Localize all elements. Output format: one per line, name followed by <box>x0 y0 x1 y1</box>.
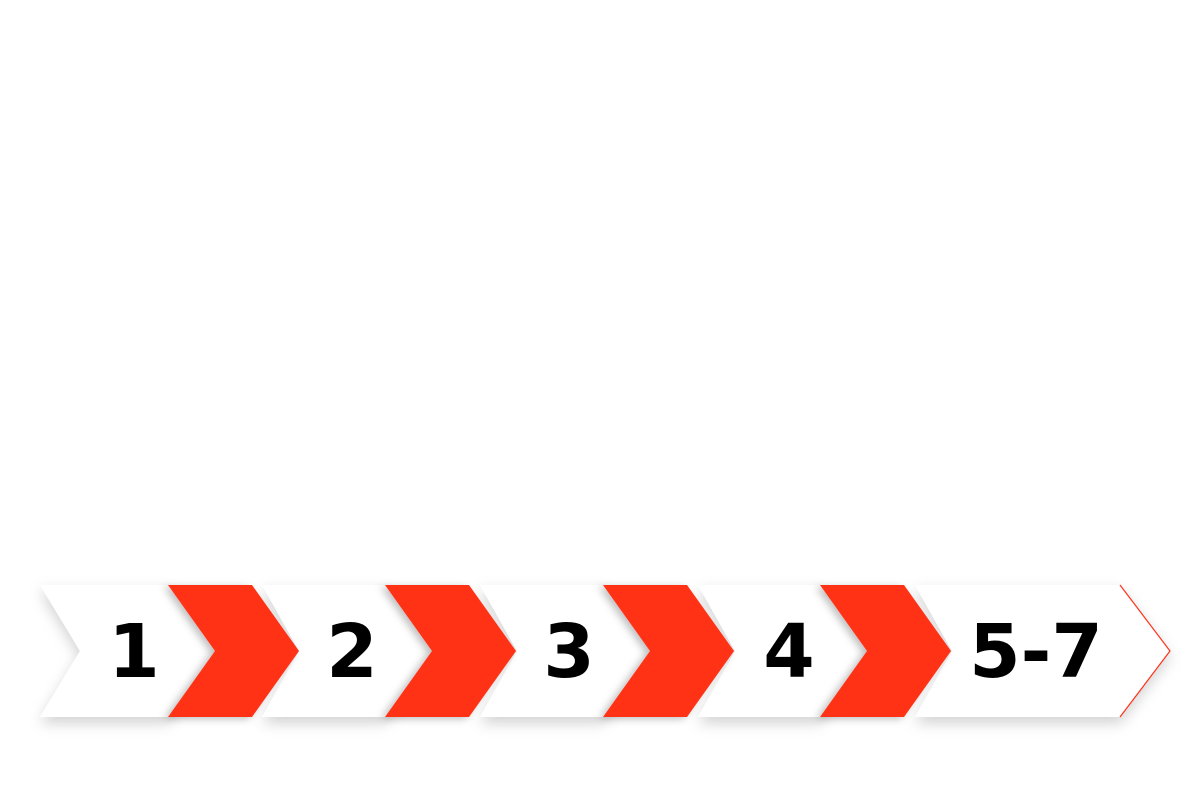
step-label-4: 4 <box>763 609 815 695</box>
step-label-1: 1 <box>108 609 160 695</box>
chevron-arrow-1 <box>168 585 299 717</box>
chevron-arrow-4 <box>820 585 951 717</box>
step-label-3: 3 <box>543 609 595 695</box>
step-panel-4 <box>698 585 867 717</box>
step-panel-2 <box>262 585 432 717</box>
step-label-2: 2 <box>326 609 378 695</box>
step-label-5-7: 5-7 <box>969 609 1103 695</box>
chevron-arrow-2 <box>385 585 516 717</box>
step-panel-3 <box>480 585 650 717</box>
step-panel-5 <box>915 585 1170 717</box>
step-panel-1 <box>40 585 215 717</box>
chevron-arrow-3 <box>603 585 734 717</box>
final-arrow-tip-outline <box>1119 584 1171 718</box>
